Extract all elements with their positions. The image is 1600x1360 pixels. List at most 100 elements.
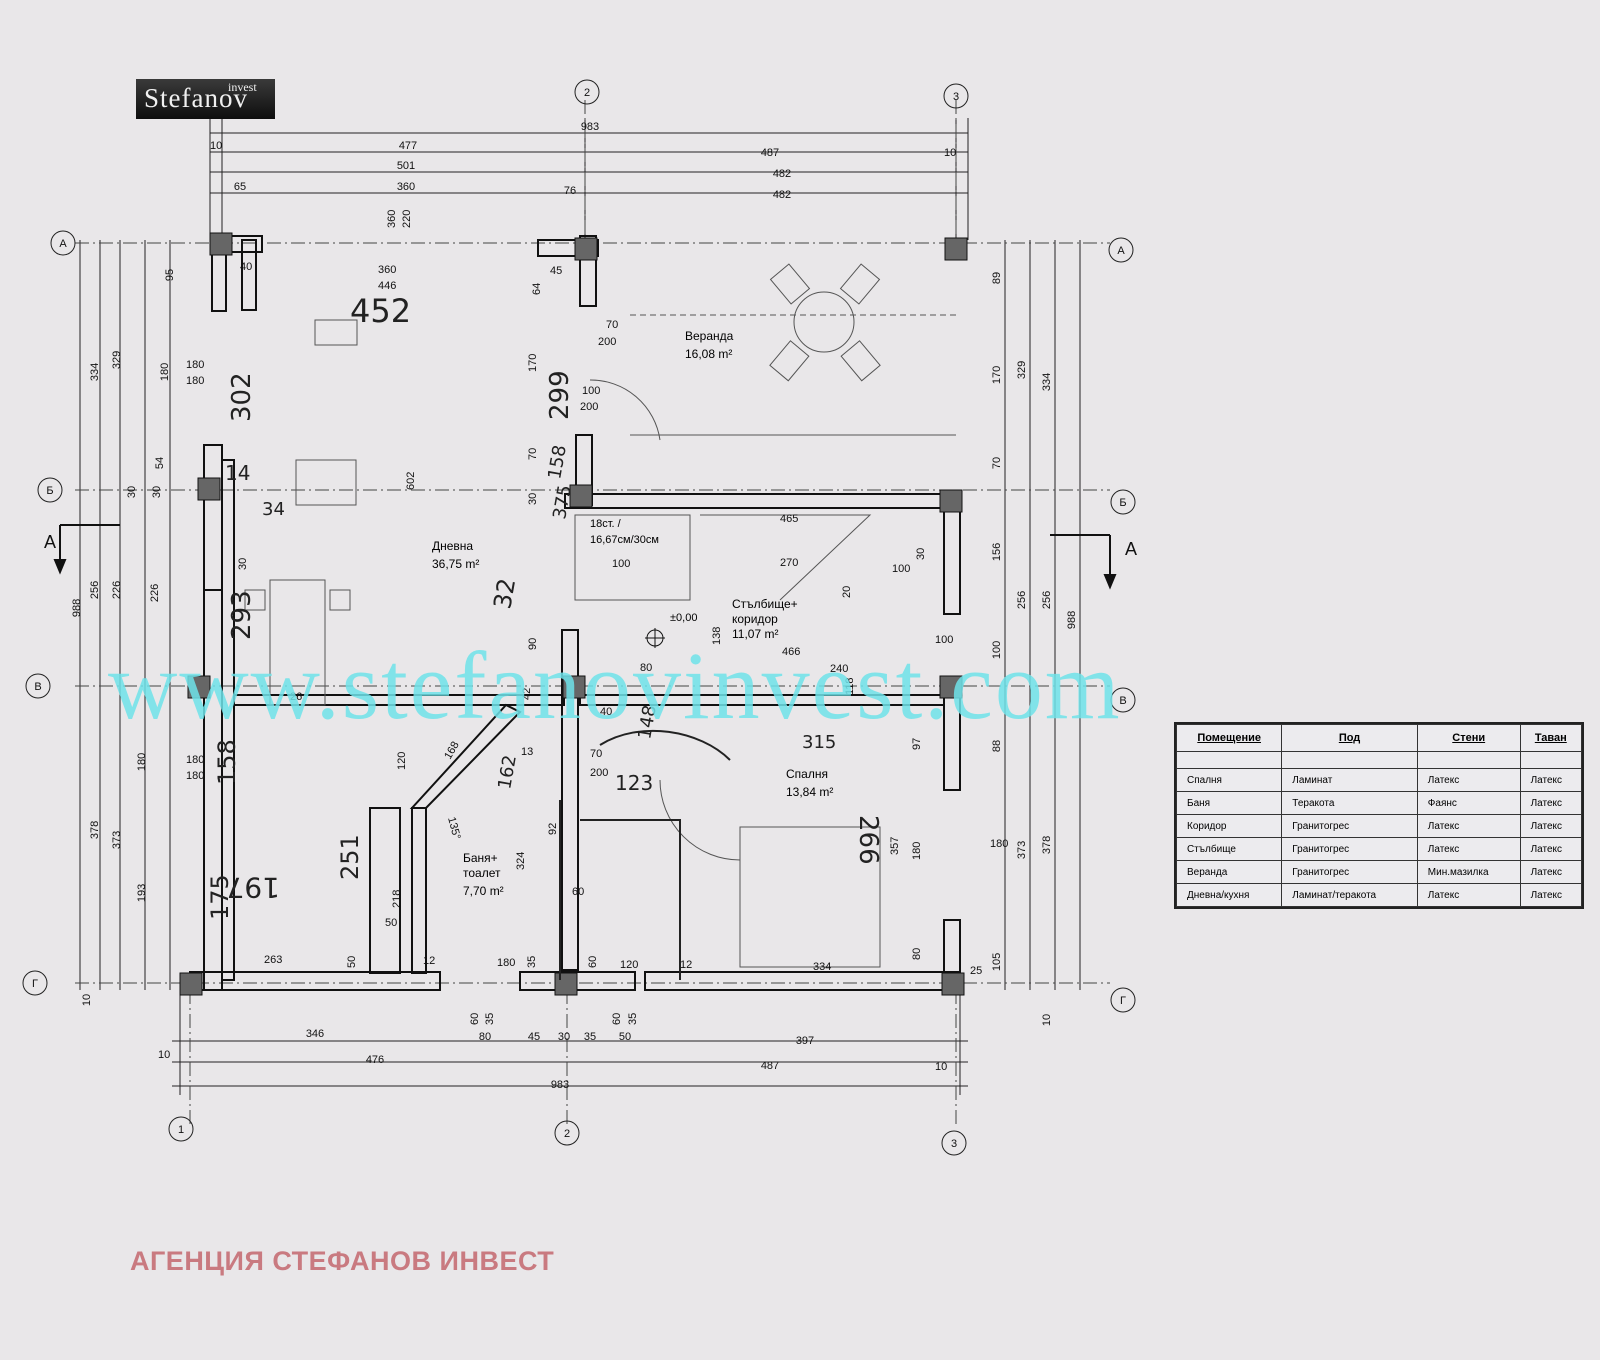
room-bath-name: Баня+ [463, 851, 498, 865]
dim-top-487: 487 [761, 147, 779, 159]
hand-251: 251 [336, 834, 364, 880]
dim-left-193: 193 [136, 884, 148, 902]
legend-row: Стълбище Гранитогрес Латекс Латекс [1175, 837, 1583, 861]
dim-inner-45: 45 [550, 265, 562, 277]
room-bath-name2: тоалет [463, 866, 501, 880]
bottom-dimension-lines [172, 990, 968, 1095]
dim-right-180: 180 [990, 838, 1008, 850]
axis-label-2-bottom: 2 [564, 1128, 570, 1140]
axis-label-b-left: Б [46, 485, 53, 497]
dim-bottom-45: 45 [528, 1031, 540, 1043]
dim-right-256: 256 [1041, 591, 1053, 609]
dim-bottom-30: 30 [558, 1031, 570, 1043]
dim-inner-465: 465 [780, 513, 798, 525]
dim-inner-446: 446 [378, 280, 396, 292]
axis-label-g-left: Г [32, 978, 38, 990]
dim-left-30: 30 [126, 486, 138, 498]
legend-cell: Латекс [1416, 883, 1521, 907]
dim-inner-60d: 60 [611, 1013, 623, 1025]
axis-label-v-left: В [34, 681, 41, 693]
dim-left-988: 988 [71, 599, 83, 617]
dim-inner-60c: 60 [469, 1013, 481, 1025]
hand-34: 34 [262, 499, 285, 520]
dim-inner-138: 138 [711, 627, 723, 645]
dim-inner-12b: 12 [680, 959, 692, 971]
legend-cell: Гранитогрес [1281, 860, 1418, 884]
legend-cell: Стълбище [1175, 837, 1283, 861]
dim-inner-180b: 180 [186, 375, 204, 387]
legend-cell: Латекс [1416, 768, 1521, 792]
legend-header-walls: Стени [1416, 724, 1521, 752]
room-bedroom-name: Спалня [786, 767, 828, 781]
dim-right-334: 334 [1041, 373, 1053, 391]
dim-bottom-476: 476 [366, 1054, 384, 1066]
dim-inner-70c: 70 [590, 748, 602, 760]
dim-inner-80b: 80 [911, 948, 923, 960]
dim-left-373: 373 [111, 831, 123, 849]
dim-inner-50b: 50 [346, 956, 358, 968]
hand-452: 452 [350, 292, 411, 330]
dim-inner-64: 64 [531, 283, 543, 295]
dim-inner-60b: 60 [587, 956, 599, 968]
dim-left-180b: 180 [136, 753, 148, 771]
hand-293: 293 [227, 590, 257, 640]
dim-bottom-10: 10 [158, 1049, 170, 1061]
website-watermark: www.stefanovinvest.com [108, 632, 1122, 739]
walls [189, 235, 961, 991]
dim-right-25: 25 [970, 965, 982, 977]
hand-14: 14 [225, 461, 250, 485]
legend-cell: Коридор [1175, 814, 1283, 838]
dim-inner-100d: 100 [935, 634, 953, 646]
axis-label-a-left: А [59, 238, 67, 250]
section-markers [53, 524, 1117, 590]
dim-bottom-80: 80 [479, 1031, 491, 1043]
dim-inner-180d: 180 [497, 957, 515, 969]
dim-bottom-10b: 10 [935, 1061, 947, 1073]
dim-inner-90: 90 [527, 638, 539, 650]
legend-cell: Латекс [1416, 837, 1521, 861]
axis-label-1-bottom: 1 [178, 1124, 184, 1136]
right-dimensions: 988 334 256 378 329 256 373 89 170 70 15… [970, 272, 1078, 1026]
legend-cell: Ламинат [1281, 768, 1418, 792]
axis-label-b-right: Б [1119, 497, 1126, 509]
hand-175: 175 [206, 874, 234, 920]
room-living-area: 36,75 m² [432, 557, 479, 571]
dim-right-10: 10 [1041, 1014, 1053, 1026]
legend-cell: Латекс [1416, 814, 1521, 838]
legend-header-ceiling: Таван [1519, 724, 1583, 752]
hand-32: 32 [488, 576, 521, 611]
dim-top-10b: 10 [944, 147, 956, 159]
dim-inner-40b: 40 [600, 706, 612, 718]
dim-left-180: 180 [159, 363, 171, 381]
legend-header-floor: Под [1281, 724, 1418, 752]
room-veranda-area: 16,08 m² [685, 347, 732, 361]
dim-inner-13: 13 [521, 746, 533, 758]
dim-inner-357: 357 [889, 837, 901, 855]
dim-right-100: 100 [991, 641, 1003, 659]
legend-cell: Гранитогрес [1281, 837, 1418, 861]
side-dimension-lines [79, 240, 1081, 990]
dim-left-54: 54 [154, 457, 166, 469]
dim-right-256b: 256 [1016, 591, 1028, 609]
hand-158: 158 [213, 739, 241, 785]
dim-top-477: 477 [399, 140, 417, 152]
dim-inner-30b: 30 [915, 548, 927, 560]
dim-bottom-487: 487 [761, 1060, 779, 1072]
dim-inner-100: 100 [582, 385, 600, 397]
hand-302: 302 [227, 372, 257, 422]
dim-inner-80: 80 [640, 662, 652, 674]
dim-top-482b: 482 [773, 189, 791, 201]
legend-row: Веранда Гранитогрес Мин.мазилка Латекс [1175, 860, 1583, 884]
dim-inner-70: 70 [606, 319, 618, 331]
legend-cell: Латекс [1519, 837, 1583, 861]
room-living-name: Дневна [432, 539, 473, 553]
dim-top-10: 10 [210, 140, 222, 152]
dim-inner-200c: 200 [590, 767, 608, 779]
dim-left-95: 95 [164, 269, 176, 281]
section-label-left: А [44, 532, 56, 552]
dim-top-360: 360 [397, 181, 415, 193]
legend-header-room: Помещение [1175, 724, 1283, 752]
brand-logo: Stefanov invest [136, 79, 275, 119]
dim-right-70: 70 [991, 457, 1003, 469]
dim-inner-100c: 100 [892, 563, 910, 575]
